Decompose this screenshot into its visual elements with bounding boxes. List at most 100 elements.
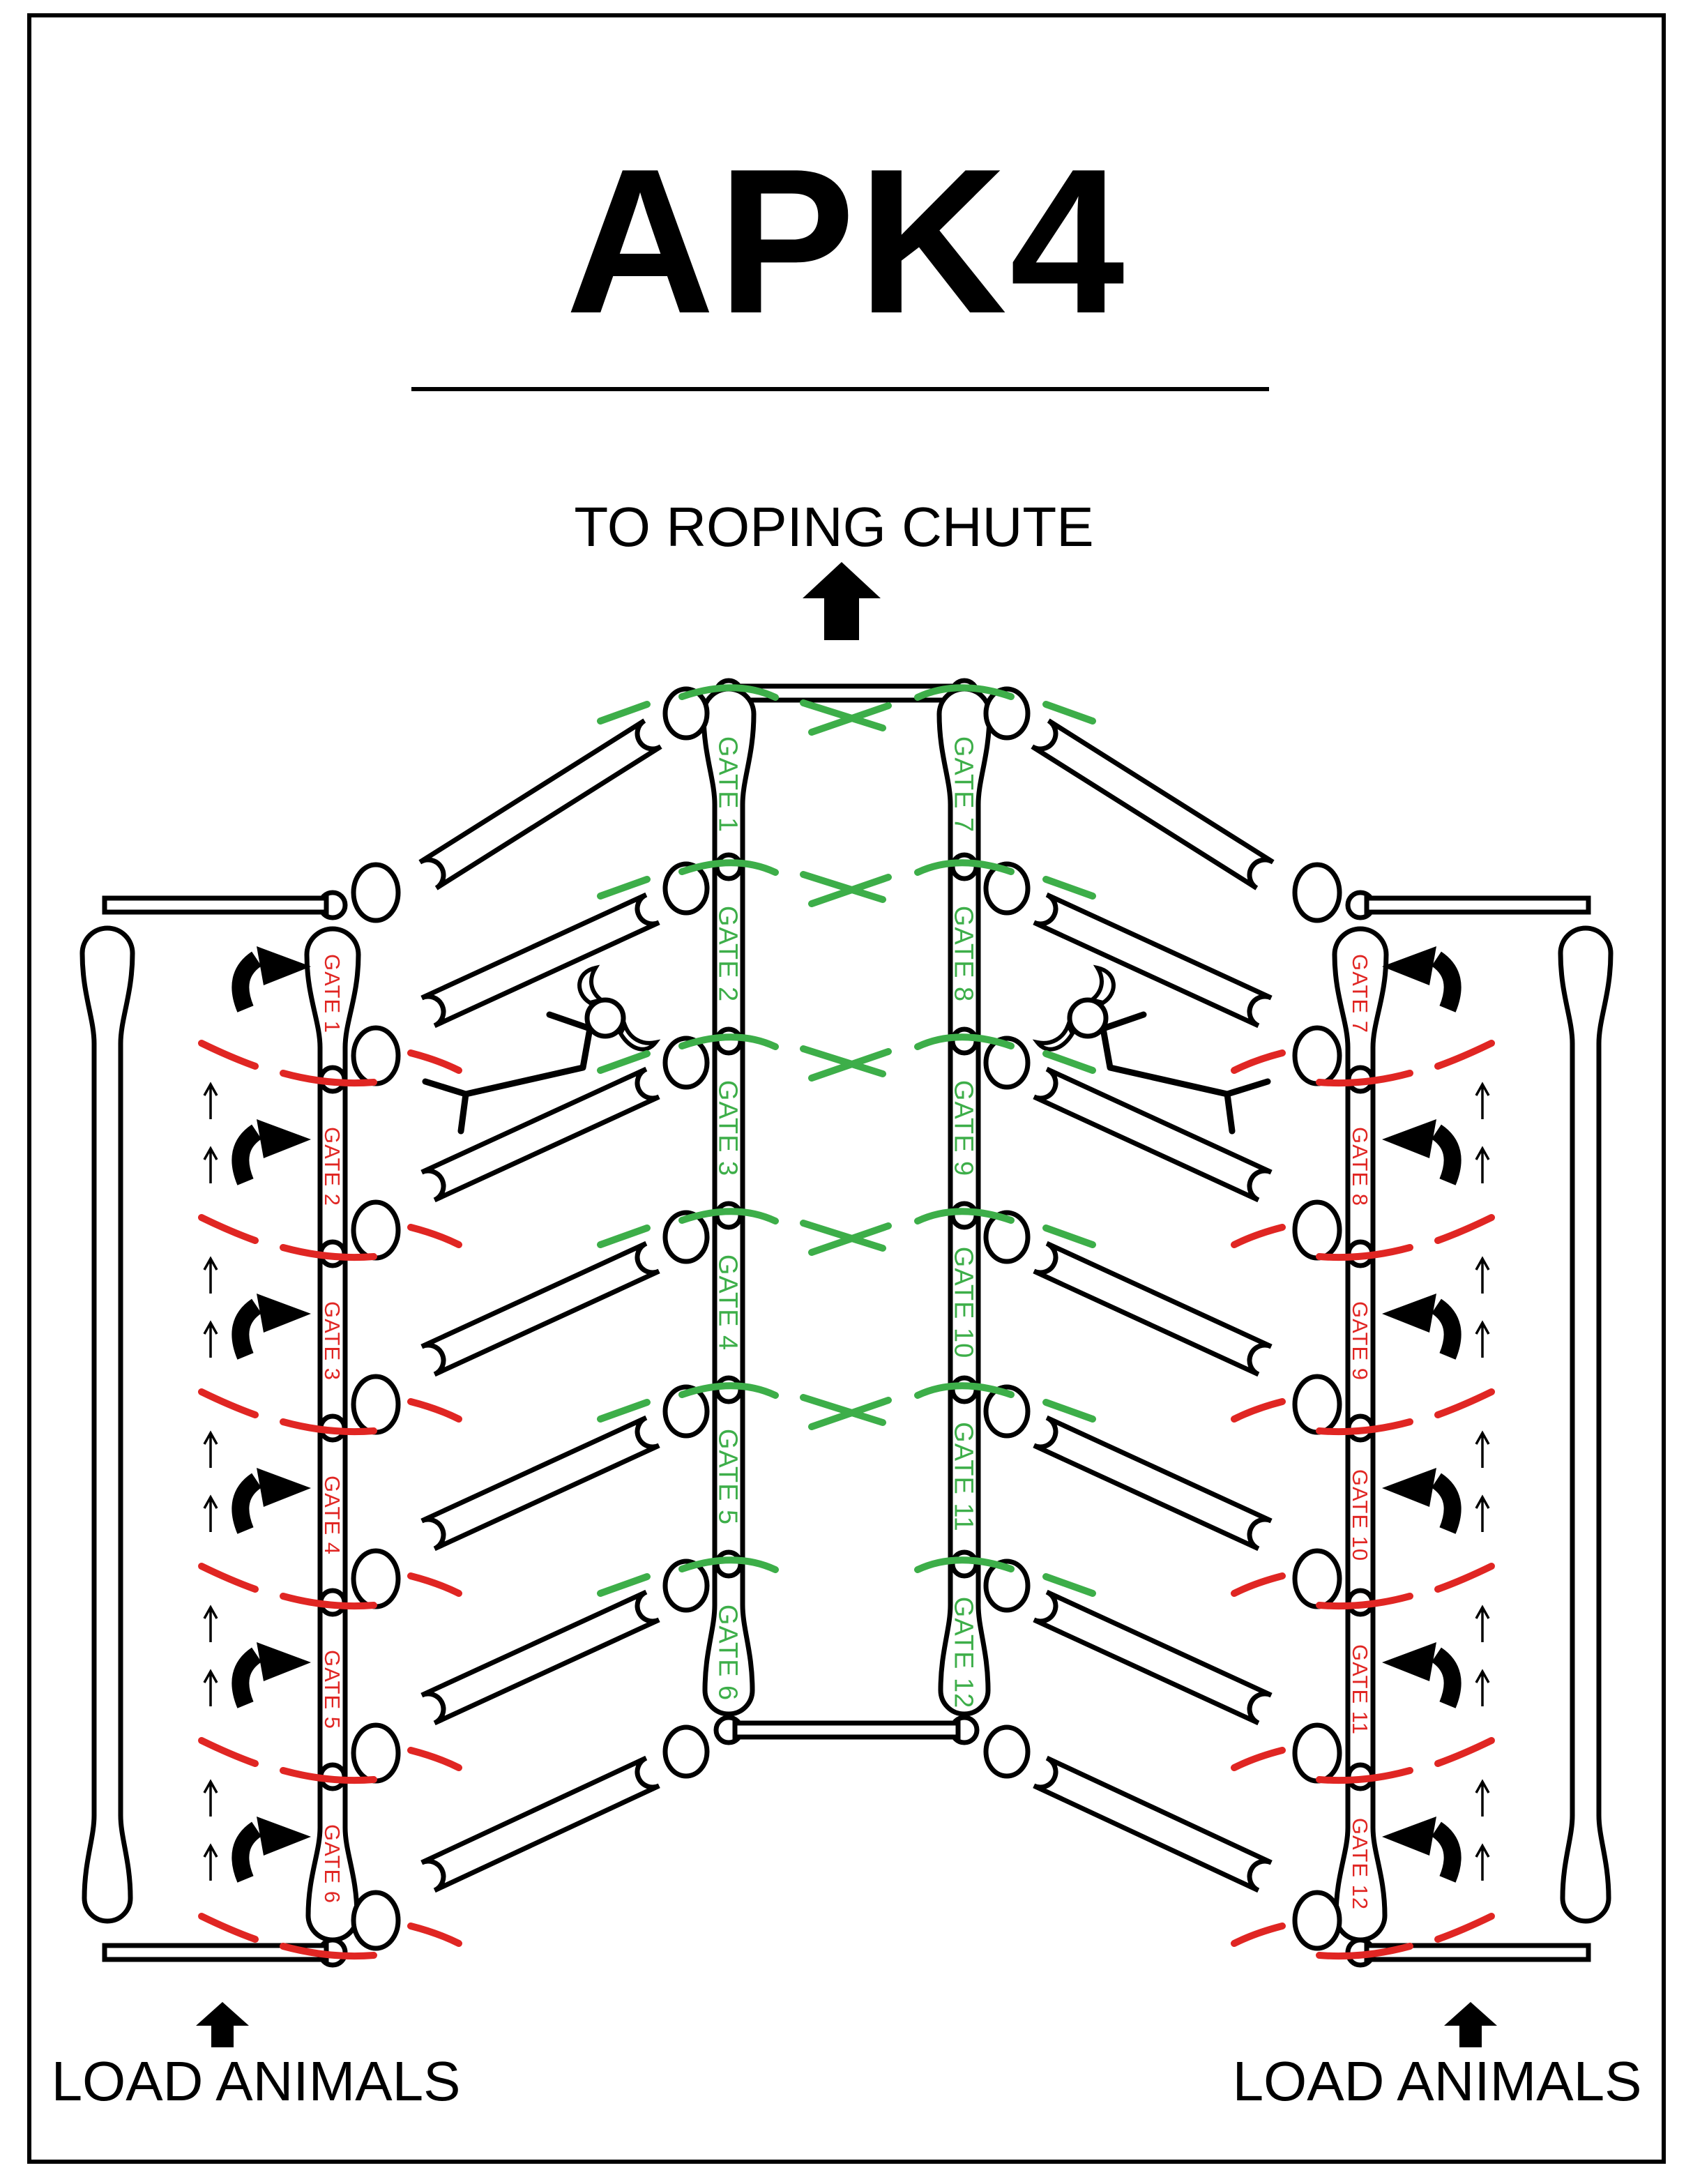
steer-icon [1032, 964, 1271, 1135]
open-gate-dash [1042, 1573, 1096, 1597]
closed-gate-arc [1434, 1388, 1495, 1418]
flow-direction-arrow-icon [1475, 1320, 1490, 1358]
gate-swing-arrow-icon [231, 1119, 311, 1185]
fence-post [662, 1384, 710, 1439]
open-gate-dash [597, 1050, 651, 1074]
closed-gate-arc [280, 1593, 377, 1610]
swing-arrow-shaft [1431, 1473, 1462, 1534]
flow-direction-arrow-icon [1475, 1494, 1490, 1532]
fence-post [983, 686, 1031, 741]
gate-hinge-post [950, 1375, 979, 1404]
swing-arrow-shaft [231, 1647, 262, 1708]
flow-direction-arrow-icon [1475, 1605, 1490, 1642]
open-gate-dash [597, 1573, 651, 1597]
fence-post [1292, 1722, 1342, 1784]
alley-gate-label-12: GATE 12 [949, 1597, 978, 1708]
swing-arrow-head [257, 1294, 311, 1333]
fence-post [662, 1210, 710, 1264]
swing-arrow-head [257, 1817, 311, 1856]
open-gate-arc [914, 684, 1015, 701]
roping-chute-label: TO ROPING CHUTE [574, 496, 1093, 558]
pen-panel [420, 1415, 660, 1552]
flow-direction-arrow-icon [1475, 1779, 1490, 1817]
open-gate-dash [597, 1224, 651, 1248]
pen-gate-label-8: GATE 8 [1348, 1127, 1372, 1206]
gate-hinge-post [950, 1026, 979, 1056]
closed-gate-arc [1434, 1913, 1495, 1943]
swing-arrow-head [1382, 1294, 1436, 1333]
swing-arrow-head [1382, 1119, 1436, 1158]
fence-post [351, 1890, 401, 1951]
flow-direction-arrow-icon [203, 1320, 218, 1358]
pen-gate-label-10: GATE 10 [1348, 1469, 1372, 1561]
flow-direction-arrow-icon [203, 1256, 218, 1294]
pen-panel [1033, 892, 1273, 1029]
fence-post [351, 1548, 401, 1609]
closed-gate-arc [1316, 1244, 1413, 1261]
flow-direction-arrow-icon [203, 1605, 218, 1642]
swing-arrow-head [257, 1119, 311, 1158]
closed-gate-arc [1231, 1747, 1286, 1771]
page-border [27, 13, 1666, 2164]
open-gate-cross [800, 1394, 892, 1430]
open-gate-dash [597, 1399, 651, 1423]
fence-post [1292, 1199, 1342, 1261]
fence-post [983, 861, 1031, 916]
swing-arrow-shaft [1431, 1821, 1462, 1883]
flow-direction-arrow-icon [1475, 1843, 1490, 1881]
swing-arrow-head [257, 1642, 311, 1681]
gate-swing-arrow-icon [1382, 1468, 1462, 1534]
closed-gate-arc [407, 1923, 462, 1947]
fence-post [983, 1559, 1031, 1613]
closed-gate-arc [280, 1244, 377, 1261]
fence-post [983, 1036, 1031, 1090]
steer-horn-icon [618, 1019, 661, 1052]
left-pens-group [79, 684, 779, 2047]
bottom-alley-bar [732, 1720, 961, 1740]
closed-gate-arc [1231, 1224, 1286, 1248]
closed-gate-arc [1316, 1418, 1413, 1436]
alley-gate-label-7: GATE 7 [949, 736, 978, 833]
open-gate-cross [800, 1045, 892, 1082]
closed-gate-arc [280, 1767, 377, 1784]
gate-swing-arrow-icon [1382, 1642, 1462, 1708]
fence-post [351, 1025, 401, 1086]
swing-arrow-shaft [231, 951, 262, 1013]
load-animals-label-left: LOAD ANIMALS [52, 2050, 461, 2112]
fence-post [1292, 1890, 1342, 1951]
swing-arrow-head [1382, 1468, 1436, 1507]
closed-gate-arc [198, 1563, 259, 1593]
open-gate-cross [800, 699, 892, 736]
alley-gate-label-2: GATE 2 [713, 906, 743, 1002]
swing-arrow-head [257, 1468, 311, 1507]
gate-swing-arrow-icon [1382, 946, 1462, 1013]
pen-gate-label-7: GATE 7 [1348, 954, 1372, 1033]
closed-gate-arc [407, 1049, 462, 1074]
closed-gate-arc [1231, 1923, 1286, 1947]
pen-panel [1033, 1241, 1273, 1377]
gate-swing-arrow-icon [1382, 1294, 1462, 1360]
gate-hinge-post [714, 1375, 743, 1404]
pen-panel [418, 718, 662, 890]
flow-direction-arrow-icon [203, 1082, 218, 1119]
alley-gate-label-3: GATE 3 [713, 1080, 743, 1176]
closed-gate-arc [407, 1398, 462, 1423]
pen-panel [420, 1241, 660, 1377]
fence-post [351, 862, 401, 923]
alley-gate-label-10: GATE 10 [949, 1247, 978, 1358]
flow-direction-arrow-icon [203, 1843, 218, 1881]
closed-gate-arc [1231, 1398, 1286, 1423]
closed-gate-arc [1316, 1593, 1413, 1610]
closed-gate-arc [280, 1418, 377, 1436]
pen-gate-label-3: GATE 3 [320, 1301, 344, 1381]
closed-gate-arc [1231, 1572, 1286, 1597]
closed-gate-arc [1316, 1767, 1413, 1784]
fence-post [662, 1036, 710, 1090]
pen-gate-label-11: GATE 11 [1348, 1644, 1372, 1735]
side-fence-bar-top [1364, 895, 1591, 915]
open-gate-dash [1042, 1224, 1096, 1248]
closed-gate-arc [1434, 1563, 1495, 1593]
flow-direction-arrow-icon [1475, 1430, 1490, 1468]
page-title: APK4 [565, 126, 1128, 356]
alley-gate-label-4: GATE 4 [713, 1254, 743, 1351]
